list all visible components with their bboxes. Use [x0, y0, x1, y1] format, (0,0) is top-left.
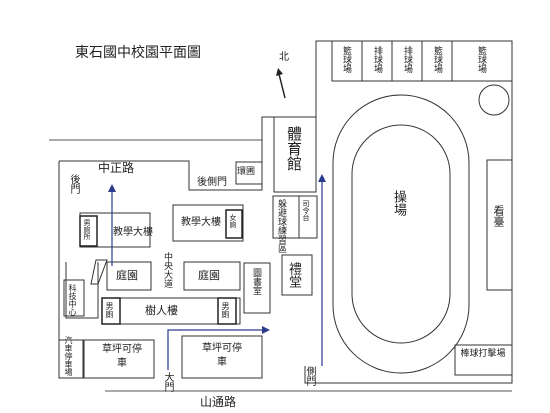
lawn-1-box — [83, 339, 155, 379]
teaching-building-1-label: 教學大樓 — [113, 227, 153, 238]
gym — [273, 116, 317, 193]
recycling-label: 環圃 — [237, 167, 256, 177]
gym-label: 體育館 — [285, 126, 303, 171]
route-main — [167, 329, 262, 370]
map-title: 東石國中校園平面圖 — [75, 45, 201, 61]
stands — [486, 159, 513, 291]
restroom-men-1-label: 男廁所 — [83, 219, 91, 240]
parking-lot — [58, 339, 84, 379]
garden-2-label: 庭園 — [198, 269, 220, 282]
court-label-3: 排球場 — [402, 46, 412, 73]
library-label: 圖書室 — [251, 268, 261, 295]
track-outer — [332, 94, 470, 374]
auditorium — [281, 254, 313, 296]
lawn-2-label: 草坪可停車 — [202, 343, 242, 368]
practice-field-label: 躲避球練習區 — [276, 199, 286, 253]
stage-label: 司令台 — [302, 200, 310, 221]
central-road-label: 中央大道 — [162, 252, 172, 288]
shantong-road-label: 山通路 — [200, 395, 237, 409]
recycling — [235, 161, 263, 185]
side-gate-label: 側門 — [304, 366, 315, 386]
court-label-4: 籃球場 — [432, 46, 442, 73]
main-gate-label: 大門 — [162, 372, 173, 392]
practice-field-box — [272, 195, 318, 239]
shuren-building-label: 樹人樓 — [145, 304, 178, 317]
round-court — [478, 84, 510, 116]
zhongzheng-road-label: 中正路 — [98, 161, 135, 175]
back-gate-label: 後門 — [68, 174, 79, 194]
teaching-building-2 — [172, 204, 244, 242]
garden-1-label: 庭園 — [116, 269, 138, 282]
lawn-2-box — [181, 335, 263, 379]
baseball-label: 棒球打擊場 — [460, 349, 506, 359]
compass-north-label: 北 — [279, 52, 289, 63]
lawn-1-label: 草坪可停車 — [102, 344, 142, 369]
science-center — [63, 279, 85, 317]
auditorium-label: 禮堂 — [286, 262, 301, 288]
parking-label: 汽車停車場 — [64, 336, 73, 376]
court-label-2: 排球場 — [372, 46, 382, 73]
back-side-gate-label: 後側門 — [197, 177, 227, 188]
compass-arrow — [278, 73, 286, 99]
track-inner — [351, 124, 451, 344]
stands-label: 看臺 — [492, 205, 505, 227]
court-label-1: 籃球場 — [341, 46, 351, 73]
restroom-men-2-label: 男廁 — [105, 302, 114, 318]
science-center-label: 科技中心 — [68, 284, 77, 316]
playground-label: 操場 — [391, 190, 406, 216]
teaching-building-2-label: 教學大樓 — [181, 217, 221, 228]
baseball-cage — [454, 344, 513, 376]
court-label-5: 籃球場 — [476, 46, 486, 73]
restroom-men-3-label: 男廁 — [221, 302, 230, 318]
restroom-women-label: 女廁 — [229, 214, 237, 228]
library — [243, 262, 271, 314]
